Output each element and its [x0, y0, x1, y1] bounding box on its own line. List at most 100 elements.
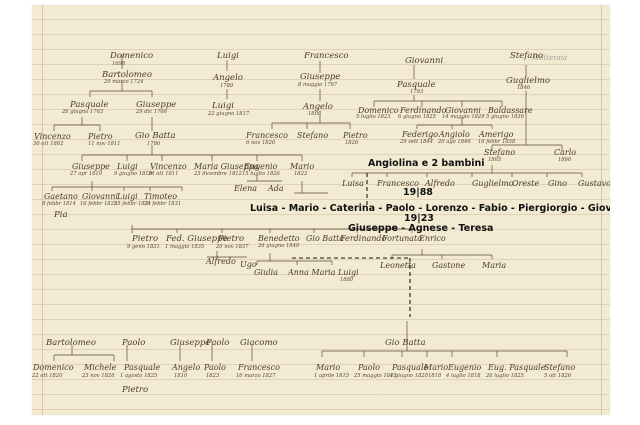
person-name: Angiolo: [439, 130, 470, 139]
person-name: Giacomo: [240, 338, 278, 348]
person-name: Vincenzo: [150, 162, 187, 171]
year-annotation: 19|88: [403, 187, 433, 198]
person-date: 27 apr 1810: [70, 171, 102, 177]
person-date: 1866: [558, 157, 572, 163]
person-name: Guglielmo: [506, 76, 551, 86]
person-name: Gio Batta: [385, 338, 426, 348]
person-date: 1826: [345, 140, 359, 146]
ancestor-name: Giovanni: [405, 56, 444, 66]
family-annotation: Angiolina e 2 bambini: [368, 158, 485, 169]
person-date: 1810: [174, 373, 188, 379]
person-name: Pia: [54, 210, 68, 220]
person-name: Baldassare: [488, 106, 533, 115]
person-name: Maria Giuseppa: [194, 162, 259, 171]
person-name: Luigi: [117, 162, 138, 171]
person-name: Bartolomeo: [46, 338, 96, 348]
family-annotation: Giuseppe - Agnese - Teresa: [348, 223, 494, 234]
person-name: Gino: [548, 179, 567, 188]
person-date: 26 luglio 1825: [486, 373, 524, 379]
person-name: Guglielmo: [472, 179, 514, 188]
person-name: Alfredo: [425, 179, 455, 188]
person-name: Giuseppe: [170, 338, 211, 348]
person-date: 8 maggio 1767: [298, 82, 338, 88]
margin-line-right: [601, 5, 602, 415]
person-date: 1846: [517, 85, 531, 91]
person-date: 20 nov 1837: [216, 244, 249, 250]
person-name: Gastone: [432, 261, 466, 270]
person-name: Pietro: [343, 131, 368, 140]
person-name: Maria: [482, 261, 507, 270]
person-name: Ugo: [240, 260, 257, 269]
person-date: 25 febbr 1831: [114, 201, 152, 207]
person-name: Domenico: [358, 106, 399, 115]
person-date: 30 ott 1862: [33, 141, 64, 147]
person-date: 14 maggio 1829: [442, 114, 485, 120]
person-name: Benedetto: [258, 234, 300, 243]
person-date: 29 dic 1766: [136, 109, 167, 115]
person-name: Gaetano: [44, 192, 78, 201]
person-date: 1880: [340, 277, 354, 283]
person-date: 1 maggio 1835: [165, 244, 205, 250]
person-date: 6 nov 1820: [246, 140, 276, 146]
person-name: Leonetta: [380, 261, 416, 270]
person-name: Paolo: [204, 363, 226, 372]
person-date: 16 febbr 1858: [478, 139, 516, 145]
person-date: 1789: [220, 83, 234, 89]
person-date: 8 febbr 1814: [42, 201, 76, 207]
person-date: 1823: [294, 171, 308, 177]
person-name: Oreste: [512, 179, 540, 188]
person-name: Paolo: [206, 338, 230, 348]
person-name: Luigi: [212, 101, 234, 111]
person-name: Francesco: [377, 179, 419, 188]
person-name: Angelo: [303, 102, 333, 112]
person-name: Gio Batta: [135, 131, 176, 141]
person-date: 5 ott 1826: [544, 373, 572, 379]
person-name: Ada: [268, 184, 284, 193]
person-name: Luigi: [117, 192, 138, 201]
ancestor-name: Luigi: [217, 51, 239, 61]
person-date: 25 maggio 1815: [354, 373, 397, 379]
person-name: Paolo: [358, 363, 380, 372]
person-date: 1865: [488, 157, 502, 163]
person-date: 1 aprile 1815: [314, 373, 350, 379]
person-name: Pietro: [218, 234, 245, 244]
person-name: Angelo: [172, 363, 201, 372]
person-name: Eug. Pasquale: [488, 363, 546, 372]
pencil-note: Matteraia: [532, 54, 568, 62]
person-name: Elena: [234, 184, 258, 193]
person-date: 1786: [147, 141, 161, 147]
person-date: 23 nov 1826: [82, 373, 115, 379]
person-date: 5 luglio 1823: [356, 114, 391, 120]
person-name: Angelo: [213, 73, 243, 83]
person-date: 29 marzo 1724: [104, 79, 144, 85]
person-date: 1823: [206, 373, 220, 379]
person-name: Pasquale: [124, 363, 161, 372]
ancestor-name: Stefano: [510, 51, 544, 61]
person-name: Pasquale: [397, 80, 436, 90]
tree-connector-lines: [51, 55, 583, 361]
person-name: Timoteo: [144, 192, 178, 201]
person-name: Ferdinando: [340, 234, 387, 243]
person-date: 23 dicembre 1812: [194, 171, 242, 177]
person-name: Michele: [84, 363, 117, 372]
person-name: Giuseppe: [300, 72, 341, 82]
person-date: 9 giugno 1819: [114, 171, 152, 177]
person-date: 11 nov 1811: [88, 141, 121, 147]
person-name: Eugenio: [244, 162, 278, 171]
person-name: Carlo: [554, 148, 577, 157]
person-name: Enrico: [419, 234, 446, 243]
person-date: 1818: [428, 373, 442, 379]
person-name: Giovanni: [82, 192, 118, 201]
person-name: Paolo: [122, 338, 146, 348]
person-date: 5 giugno 1836: [486, 114, 524, 120]
person-date: 26 ott 1811: [148, 171, 179, 177]
person-name: Bartolomeo: [102, 70, 152, 80]
person-date: 6 giugno 1825: [398, 114, 436, 120]
person-name: Giulia: [254, 268, 278, 277]
person-name: Mario: [290, 162, 315, 171]
person-date: 4 giugno 1820: [390, 373, 428, 379]
person-name: Alfredo: [206, 257, 236, 266]
person-date: 9 genn 1831: [127, 244, 160, 250]
person-name: Gio Batta: [306, 234, 345, 243]
person-date: 29 sett 1844: [400, 139, 434, 145]
